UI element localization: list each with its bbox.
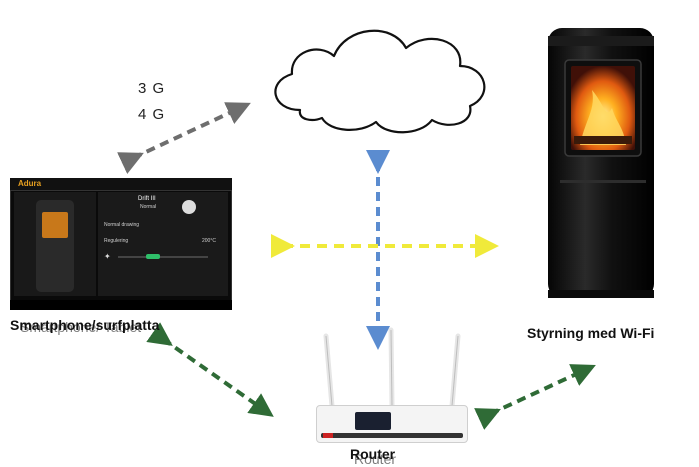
- router-caption: Router Router: [350, 446, 430, 467]
- network-label-4g: 4 G: [138, 106, 166, 123]
- tablet-slider-thumb[interactable]: [146, 254, 160, 259]
- tablet-row2: Regulering: [104, 238, 129, 244]
- tablet-logo: Adura: [18, 179, 42, 188]
- tablet-power-icon[interactable]: [182, 200, 196, 214]
- router-stove-link-arrow: [474, 364, 596, 430]
- tablet-nav-bar: [10, 300, 232, 310]
- stove-image: [548, 28, 654, 298]
- router-led-strip: [321, 433, 463, 438]
- network-label-3g: 3 G: [138, 80, 166, 97]
- tablet-label: Smartphone/surfplatta: [10, 317, 160, 333]
- tablet-caption: Smartphone/surfplatta Smartphone/ Tablet: [10, 317, 240, 337]
- router-brand-mark: [323, 433, 333, 438]
- tablet-fan-icon: ✦: [104, 252, 111, 261]
- router-image: [323, 327, 461, 409]
- router-device: [316, 405, 468, 443]
- cloud-icon: [274, 29, 486, 134]
- tablet-router-link-arrow: [146, 322, 274, 417]
- tablet-mode-title: Drift III: [138, 196, 156, 202]
- stove-label: Styrning med Wi-Fi: [527, 325, 655, 341]
- tablet-device: Adura Drift III Normal Normal drawing Re…: [10, 178, 232, 310]
- tablet-row2-value: 200°C: [202, 238, 216, 244]
- tablet-label-overlay: Smartphone/ Tablet: [20, 319, 142, 335]
- tablet-row1: Normal drawing: [104, 222, 140, 228]
- router-label: Router: [350, 446, 396, 462]
- tablet-mode-sub: Normal: [140, 204, 157, 210]
- tablet-stove-preview: [14, 192, 96, 296]
- tablet-slider[interactable]: [118, 256, 208, 258]
- tablet-top-bar: Adura: [10, 178, 232, 191]
- router-display: [355, 412, 391, 430]
- tablet-settings-panel: Drift III Normal Normal drawing Reguleri…: [98, 192, 228, 296]
- mobile-link-arrow: [117, 102, 251, 174]
- router-label-overlay: Router: [354, 451, 397, 467]
